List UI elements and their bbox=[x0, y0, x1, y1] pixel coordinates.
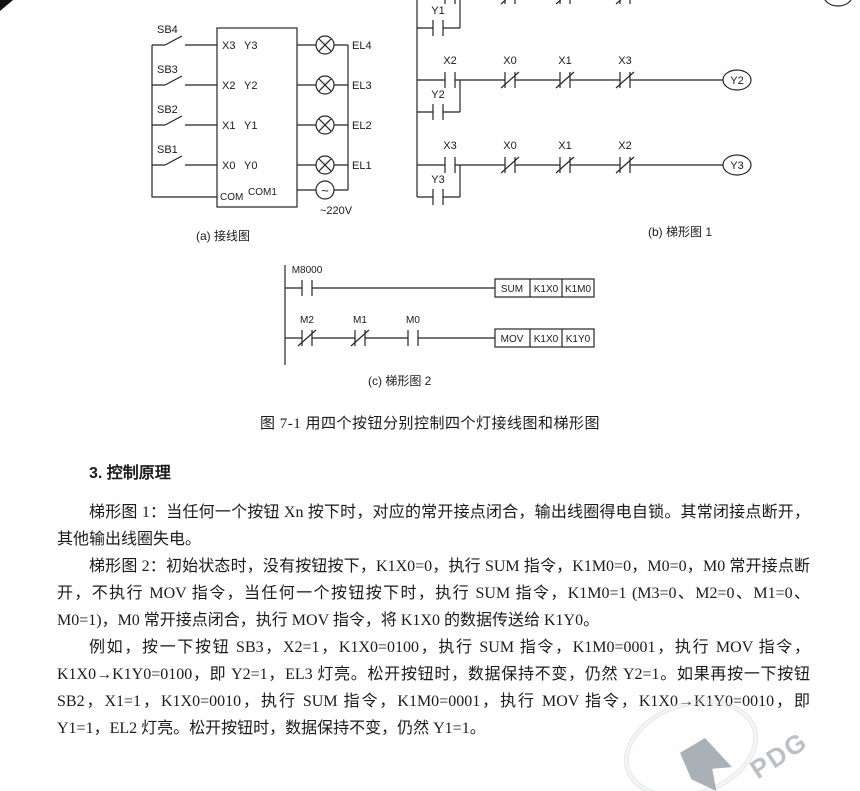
body-text: 3. 控制原理 梯形图 1：当任何一个按钮 Xn 按下时，对应的常开接点闭合，输… bbox=[57, 460, 810, 742]
scan-corner-artifact bbox=[0, 0, 13, 11]
coil-label: Y3 bbox=[730, 160, 743, 172]
instruction-cell: K1M0 bbox=[565, 284, 592, 295]
lamp-icon bbox=[315, 115, 335, 135]
lamp-icon bbox=[315, 75, 335, 95]
paragraph-example: 例如，按一下按钮 SB3，X2=1，K1X0=0100，执行 SUM 指令，K1… bbox=[57, 639, 810, 737]
ladder1-wires bbox=[416, 0, 852, 205]
button-label: SB4 bbox=[157, 24, 178, 36]
instruction-cell: K1X0 bbox=[534, 334, 559, 345]
instruction-cell: MOV bbox=[501, 334, 524, 345]
ladder2-labels: M8000 SUM K1X0 K1M0 M2 M1 M0 MOV K1X0 K1… bbox=[292, 265, 592, 388]
ladder-diagram-2: M8000 SUM K1X0 K1M0 M2 M1 M0 MOV K1X0 K1… bbox=[284, 265, 595, 388]
plc-output-label: Y3 bbox=[244, 40, 257, 52]
ac-source-icon bbox=[315, 180, 335, 200]
ladder2-wires bbox=[284, 265, 595, 365]
instruction-cell: SUM bbox=[501, 284, 523, 295]
plc-input-label: X3 bbox=[222, 40, 235, 52]
button-label: SB1 bbox=[157, 144, 178, 156]
coil-label: Y2 bbox=[730, 75, 743, 87]
contact-label: X2 bbox=[443, 55, 456, 67]
plc-input-label: X1 bbox=[222, 120, 235, 132]
contact-label: M0 bbox=[406, 315, 420, 326]
contact-label: X2 bbox=[618, 140, 631, 152]
latch-contact-label: Y3 bbox=[431, 174, 444, 186]
instruction-cell: K1X0 bbox=[534, 284, 559, 295]
lamp-label: EL2 bbox=[352, 120, 372, 132]
wiring-caption: (a) 接线图 bbox=[196, 228, 250, 243]
ac-symbol: ~ bbox=[321, 183, 329, 198]
instruction-box bbox=[494, 328, 595, 348]
power-voltage-label: ~220V bbox=[320, 205, 353, 217]
lamp-label: EL1 bbox=[352, 160, 372, 172]
contact-label: X0 bbox=[503, 55, 516, 67]
contact-label: X3 bbox=[443, 140, 456, 152]
coil-icon bbox=[722, 154, 752, 176]
contact-label: M2 bbox=[300, 315, 314, 326]
plc-com1-label: COM1 bbox=[248, 187, 277, 198]
contact-label: X0 bbox=[503, 140, 516, 152]
plc-input-label: X2 bbox=[222, 80, 235, 92]
ladder1-labels: Y1 X2 X0 X1 X3 Y2 Y2 X3 X0 X1 X2 Y3 Y3 (… bbox=[431, 5, 743, 239]
plc-com-label: COM bbox=[220, 192, 243, 203]
contact-label: X1 bbox=[558, 55, 571, 67]
paragraph-ladder2: 梯形图 2：初始状态时，没有按钮按下，K1X0=0，执行 SUM 指令，K1M0… bbox=[57, 558, 810, 629]
section-heading: 3. 控制原理 bbox=[89, 465, 171, 482]
ladder2-caption: (c) 梯形图 2 bbox=[368, 374, 432, 388]
lamp-label: EL4 bbox=[352, 40, 372, 52]
lamp-icon bbox=[315, 155, 335, 175]
wiring-wires bbox=[151, 27, 349, 208]
plc-input-label: X0 bbox=[222, 160, 235, 172]
plc-output-label: Y1 bbox=[244, 120, 257, 132]
button-label: SB3 bbox=[157, 64, 178, 76]
coil-icon bbox=[722, 69, 752, 91]
contact-label: M8000 bbox=[292, 265, 323, 276]
wiring-diagram: SB4 SB3 SB2 SB1 X3 X2 X1 X0 Y3 Y2 Y1 Y0 … bbox=[151, 24, 372, 243]
latch-contact-label: Y2 bbox=[431, 89, 444, 101]
ladder-diagram-1: Y1 X2 X0 X1 X3 Y2 Y2 X3 X0 X1 X2 Y3 Y3 (… bbox=[416, 0, 852, 239]
latch-contact-label: Y1 bbox=[431, 5, 444, 17]
instruction-cell: K1Y0 bbox=[566, 334, 591, 345]
coil-icon bbox=[824, 0, 852, 7]
plc-box bbox=[216, 27, 298, 208]
contact-label: X1 bbox=[558, 140, 571, 152]
lamp-icon bbox=[315, 35, 335, 55]
contact-label: X3 bbox=[618, 55, 631, 67]
lamp-label: EL3 bbox=[352, 80, 372, 92]
contact-label: M1 bbox=[353, 315, 367, 326]
button-label: SB2 bbox=[157, 104, 178, 116]
plc-output-label: Y0 bbox=[244, 160, 257, 172]
ladder1-caption: (b) 梯形图 1 bbox=[648, 225, 712, 239]
wiring-labels: SB4 SB3 SB2 SB1 X3 X2 X1 X0 Y3 Y2 Y1 Y0 … bbox=[157, 24, 372, 243]
instruction-box bbox=[494, 278, 595, 298]
paragraph-ladder1: 梯形图 1：当任何一个按钮 Xn 按下时，对应的常开接点闭合，输出线圈得电自锁。… bbox=[57, 504, 810, 548]
plc-output-label: Y2 bbox=[244, 80, 257, 92]
figure-caption: 图 7-1 用四个按钮分别控制四个灯接线图和梯形图 bbox=[260, 416, 600, 432]
